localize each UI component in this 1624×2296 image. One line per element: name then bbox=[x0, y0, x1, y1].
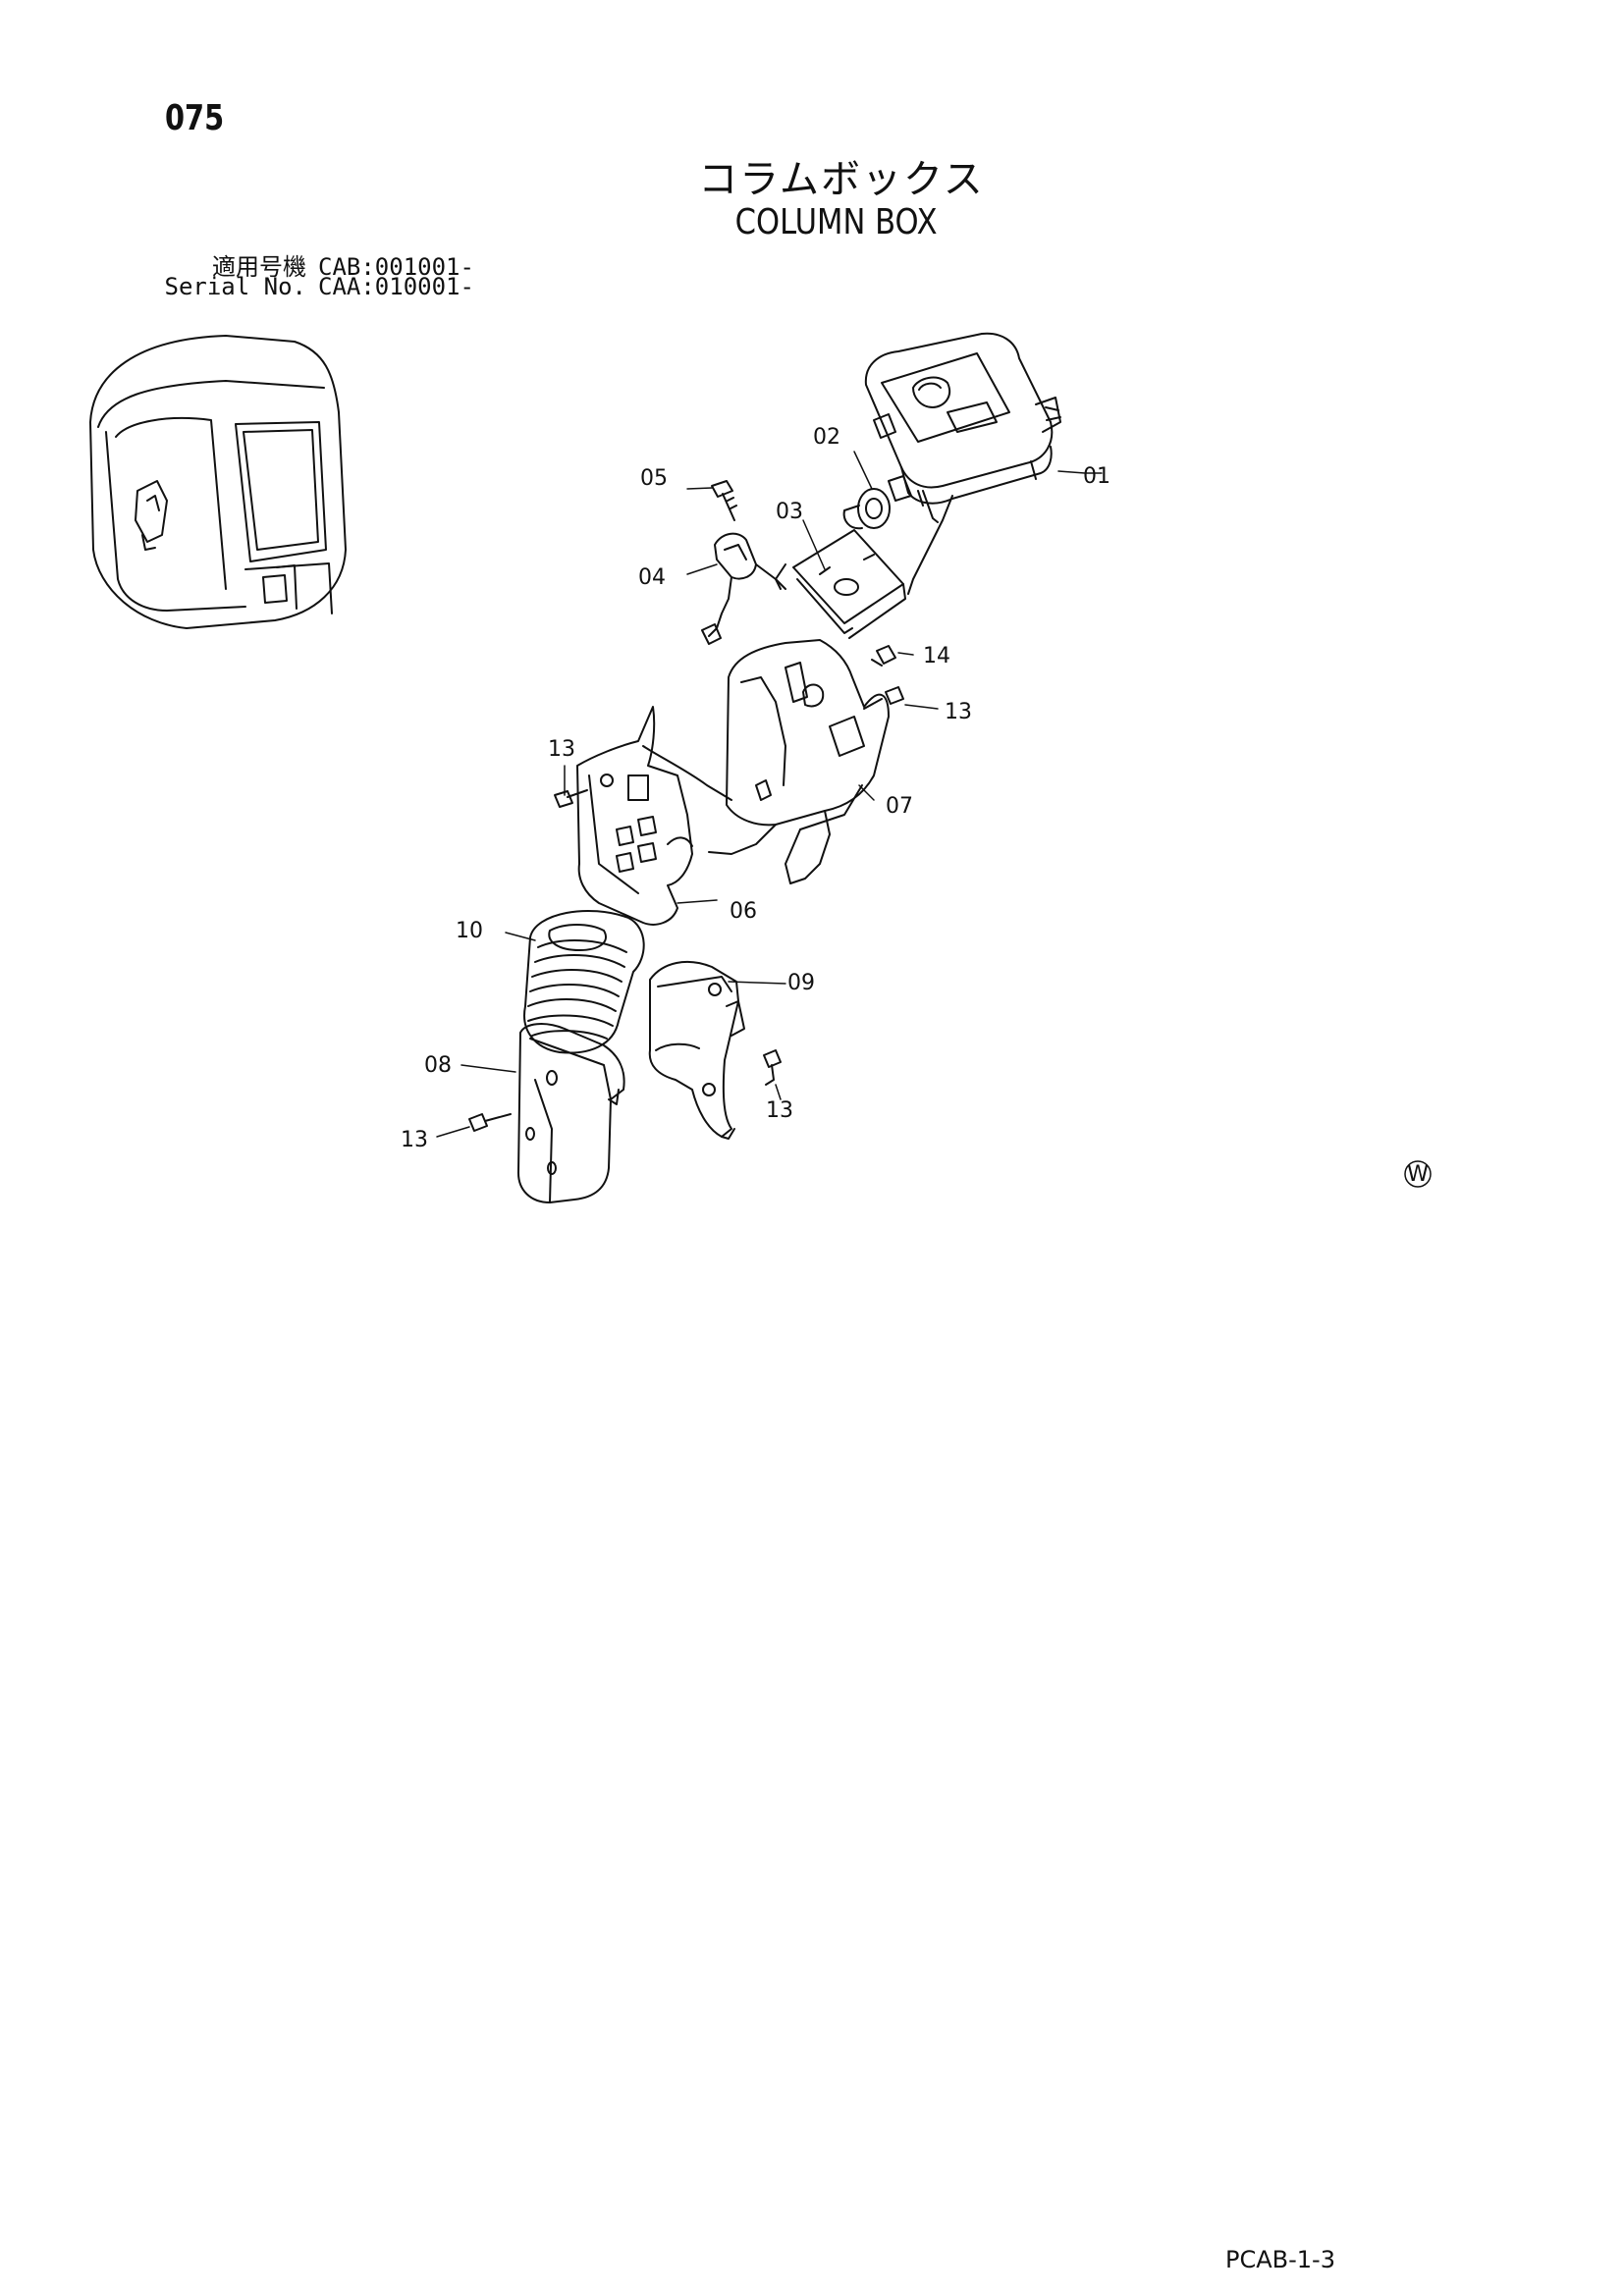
fastener-13-a bbox=[863, 686, 904, 710]
watermark-w-icon: W bbox=[1404, 1160, 1432, 1188]
callout-03: 03 bbox=[776, 500, 803, 524]
watermark-letter: W bbox=[1407, 1162, 1429, 1187]
serial-label: 適用号機 bbox=[212, 253, 306, 281]
part-10-bellows bbox=[523, 909, 645, 1054]
callout-02: 02 bbox=[813, 425, 840, 450]
leader-lines bbox=[436, 451, 1103, 1138]
serial-value: CAA:010001- bbox=[318, 273, 474, 300]
callout-07: 07 bbox=[886, 794, 913, 819]
part-05-screw bbox=[711, 480, 737, 521]
callout-04: 04 bbox=[638, 565, 666, 590]
callout-08: 08 bbox=[424, 1053, 452, 1078]
footer-page-code: PCAB-1-3 bbox=[1225, 2246, 1335, 2273]
page-number: 075 bbox=[165, 98, 225, 138]
part-02-grommet bbox=[842, 488, 891, 530]
title-japanese: コラムボックス bbox=[698, 157, 985, 202]
callout-10: 10 bbox=[456, 919, 483, 943]
callout-09: 09 bbox=[787, 971, 815, 995]
part-06-lower-cover bbox=[576, 706, 732, 926]
serial-value: CAB:001001- bbox=[318, 253, 474, 281]
part-04-clip bbox=[701, 532, 782, 645]
callout-13: 13 bbox=[945, 700, 972, 724]
part-08-left-cover bbox=[517, 1023, 625, 1203]
part-03-bracket bbox=[775, 529, 906, 639]
part-09-right-cover bbox=[648, 960, 745, 1140]
fastener-13-b bbox=[554, 789, 588, 808]
serial-row-serial-no: Serial No. CAA:010001- bbox=[159, 273, 474, 300]
callouts: 01 02 03 04 05 06 07 08 09 10 13 13 13 1… bbox=[401, 425, 1110, 1152]
callout-06: 06 bbox=[730, 899, 757, 924]
callout-14: 14 bbox=[923, 644, 950, 668]
serial-label: Serial No. bbox=[164, 273, 307, 300]
cab-locator-illustration bbox=[89, 335, 347, 629]
fastener-14 bbox=[871, 645, 896, 667]
part-07-upper-cover bbox=[708, 639, 890, 884]
fastener-13-d bbox=[468, 1113, 512, 1132]
callout-13: 13 bbox=[401, 1128, 428, 1152]
callout-01: 01 bbox=[1083, 464, 1110, 489]
title-english: COLUMN BOX bbox=[734, 202, 938, 242]
part-01-panel-housing bbox=[864, 332, 1061, 595]
fastener-13-c bbox=[763, 1049, 782, 1086]
callout-13: 13 bbox=[548, 737, 575, 762]
callout-05: 05 bbox=[640, 466, 668, 491]
callout-13: 13 bbox=[766, 1098, 793, 1123]
serial-row-applicable-model: 適用号機 CAB:001001- bbox=[159, 247, 474, 282]
